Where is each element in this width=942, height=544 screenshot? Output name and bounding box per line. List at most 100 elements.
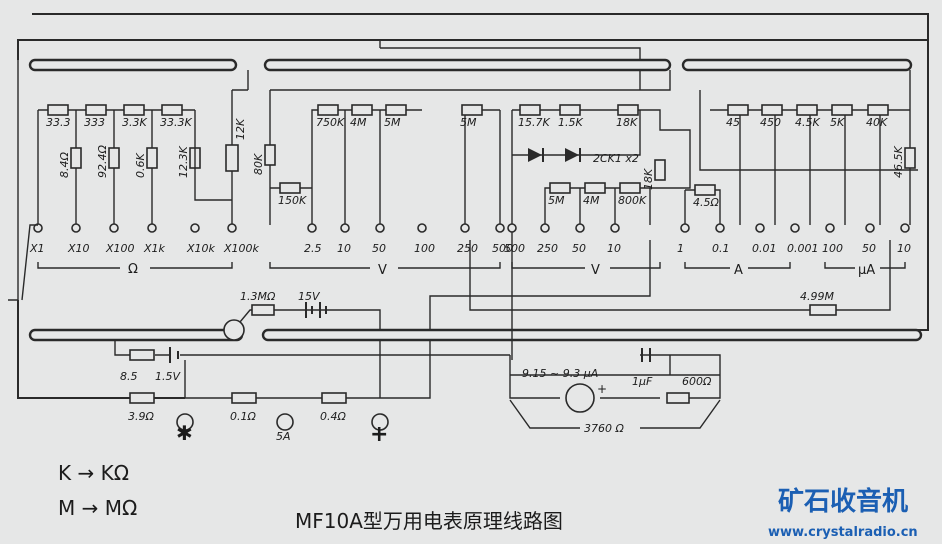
wire xyxy=(379,40,641,90)
label-15vcell: 1.5V xyxy=(155,370,181,383)
diode-pair xyxy=(528,148,581,162)
terminal-dca-label: 0.01 xyxy=(752,242,777,255)
label-3760: 3760 Ω xyxy=(584,422,624,435)
resistor-ua-label: 40K xyxy=(866,116,888,129)
svg-text:✱: ✱ xyxy=(176,421,193,445)
terminal-ohm-label: X10k xyxy=(186,242,216,255)
terminal-ohm-label: X1 xyxy=(29,242,45,255)
resistor-dcv xyxy=(264,144,276,166)
ua-unit: μA xyxy=(858,263,875,278)
terminal-ohm xyxy=(109,223,119,233)
terminal-dcv-label: 250 xyxy=(457,242,478,255)
resistor-ua xyxy=(727,104,749,116)
terminal-ohm xyxy=(33,223,43,233)
resistor-ohm-shunt xyxy=(70,147,82,169)
resistor-ohm-shunt xyxy=(146,147,158,169)
frame-line xyxy=(17,13,929,60)
brace xyxy=(37,262,233,269)
resistor-ua xyxy=(904,147,916,169)
switch-bar xyxy=(261,328,923,342)
terminal-dcv xyxy=(495,223,505,233)
wire xyxy=(114,340,510,398)
resistor-dcv xyxy=(351,104,373,116)
battery-15v xyxy=(305,302,327,318)
switch-bar xyxy=(28,328,244,342)
label-39: 3.9Ω xyxy=(128,410,154,423)
resistor-ohm-shunt-label: 0.6K xyxy=(134,153,147,178)
terminal-ua-label: 100 xyxy=(822,242,843,255)
wire xyxy=(185,340,431,399)
right-rail xyxy=(910,40,929,331)
terminal-ohm xyxy=(227,223,237,233)
legend-line: M → MΩ xyxy=(58,496,137,520)
svg-text:+: + xyxy=(370,422,388,447)
resistor-dcv xyxy=(461,104,483,116)
meter-plus: + xyxy=(597,382,607,396)
terminal-dcv-label: 2.5 xyxy=(304,242,322,255)
terminal-acv-label: 50 xyxy=(572,242,586,255)
resistor-39 xyxy=(129,392,155,404)
frame-line xyxy=(8,60,19,301)
resistor-12k xyxy=(225,144,239,172)
ohm-unit: Ω xyxy=(128,262,138,277)
resistor-ua xyxy=(831,104,853,116)
resistor-ua-label: 4.5K xyxy=(795,116,820,129)
diode-label: 2CK1 x2 xyxy=(593,152,639,165)
wire xyxy=(579,188,651,225)
resistor-600 xyxy=(666,392,690,404)
acv-unit: V xyxy=(591,263,600,278)
terminal-ohm-label: X10 xyxy=(67,242,90,255)
terminal-acv-label: 500 xyxy=(504,242,525,255)
resistor-ohm-shunt-label: 92.4Ω xyxy=(96,145,109,178)
watermark-logo: 矿石收音机 xyxy=(778,486,908,517)
label-15v: 15V xyxy=(298,290,321,303)
resistor-ohm-series-label: 333 xyxy=(84,116,105,129)
label-04: 0.4Ω xyxy=(320,410,346,423)
resistor-dcv-label: 4M xyxy=(350,116,367,129)
terminal-ohm-label: X100k xyxy=(223,242,260,255)
terminal-ua xyxy=(865,223,875,233)
wire xyxy=(239,309,381,330)
terminal-dcv-label: 10 xyxy=(337,242,351,255)
wire xyxy=(21,224,891,330)
resistor-acv-label: 5M xyxy=(548,194,565,207)
legend-line: K → KΩ xyxy=(58,461,129,485)
resistor-dcv xyxy=(279,182,301,194)
terminal-acv xyxy=(610,223,620,233)
terminal-ohm xyxy=(147,223,157,233)
terminal-dca xyxy=(680,223,690,233)
resistor-ua xyxy=(867,104,889,116)
label-01: 0.1Ω xyxy=(230,410,256,423)
wire xyxy=(194,70,249,225)
resistor-ohm-series xyxy=(47,104,69,116)
resistor-dcv-label: 5M xyxy=(460,116,477,129)
resistor-ohm-series xyxy=(123,104,145,116)
resistor-dca-label: 4.5Ω xyxy=(693,196,719,209)
wire xyxy=(269,70,671,225)
terminal-dcv xyxy=(460,223,470,233)
wire xyxy=(270,109,501,225)
resistor-01 xyxy=(231,392,257,404)
meter-movement xyxy=(565,383,595,413)
resistor-acv-label: 15.7K xyxy=(518,116,550,129)
terminal-acv-label: 10 xyxy=(607,242,621,255)
terminal-ohm xyxy=(190,223,200,233)
switch-bar xyxy=(263,58,672,72)
resistor-ohm-series xyxy=(85,104,107,116)
resistor-acv-label: 800K xyxy=(618,194,647,207)
resistor-ohm-shunt xyxy=(108,147,120,169)
common-jack: ✱ xyxy=(176,413,194,445)
diagram-title: MF10A型万用电表原理线路图 xyxy=(295,509,563,533)
terminal-dcv xyxy=(340,223,350,233)
resistor-dca xyxy=(694,184,716,196)
diode xyxy=(565,148,579,162)
